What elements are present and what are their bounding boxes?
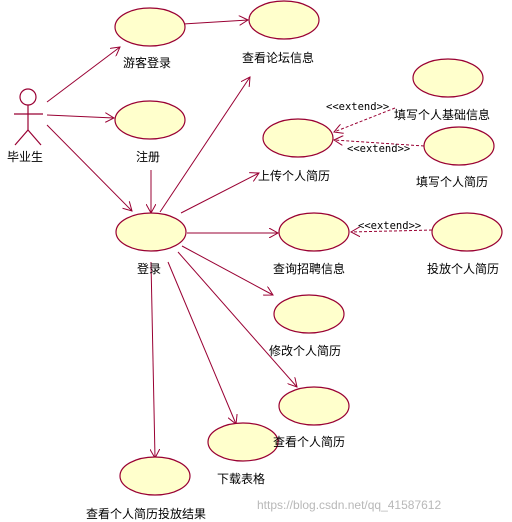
actor-head <box>19 88 37 106</box>
label-query-jobs: 查询招聘信息 <box>273 261 345 276</box>
label-view-resume: 查看个人简历 <box>273 435 345 449</box>
use-case-login <box>115 212 187 252</box>
actor-right-leg <box>27 129 42 146</box>
extend-label-1: <<extend>> <box>326 101 389 113</box>
edge-login-view-resume <box>177 251 297 387</box>
actor-graduate <box>14 88 43 146</box>
extend-label-3: <<extend>> <box>358 220 421 232</box>
label-guest-login: 游客登录 <box>123 55 171 70</box>
label-download-forms: 下载表格 <box>217 471 265 486</box>
extend-submit-resume <box>351 230 433 232</box>
label-submit-resume: 投放个人简历 <box>427 261 499 276</box>
label-login: 登录 <box>137 261 161 276</box>
edge-actor-login <box>46 124 132 211</box>
label-view-submit-result: 查看个人简历投放结果 <box>86 506 206 521</box>
edge-actor-register <box>46 115 114 118</box>
use-case-view-submit-result <box>119 456 191 496</box>
use-case-guest-login <box>114 7 186 47</box>
edge-guest-login-view-forum <box>182 20 248 24</box>
use-case-view-forum <box>248 0 320 40</box>
use-case-fill-resume <box>423 126 495 166</box>
actor-left-leg <box>14 129 29 146</box>
label-fill-basic-info: 填写个人基础信息 <box>394 107 490 122</box>
label-fill-resume: 填写个人简历 <box>416 175 488 189</box>
edge-login-view-submit-result <box>151 261 155 458</box>
label-register: 注册 <box>136 149 160 164</box>
edge-login-download-forms <box>167 261 236 424</box>
label-upload-resume: 上传个人简历 <box>258 168 330 183</box>
edge-actor-guest-login <box>46 47 120 103</box>
edge-login-upload-resume <box>180 173 259 214</box>
use-case-modify-resume <box>273 294 345 334</box>
extend-fill-resume <box>334 140 425 147</box>
label-modify-resume: 修改个人简历 <box>269 343 341 358</box>
label-view-forum: 查看论坛信息 <box>242 50 314 65</box>
use-case-upload-resume <box>262 118 334 158</box>
use-case-query-jobs <box>278 212 350 252</box>
edge-login-view-forum <box>159 77 250 213</box>
use-case-fill-basic-info <box>412 58 484 98</box>
use-case-register <box>114 100 186 140</box>
extend-label-2: <<extend>> <box>347 143 410 155</box>
use-case-submit-resume <box>431 212 503 252</box>
actor-label: 毕业生 <box>7 150 43 164</box>
extend-fill-basic-info <box>334 107 396 132</box>
edge-login-modify-resume <box>181 245 273 295</box>
watermark: https://blog.csdn.net/qq_41587612 <box>257 498 441 512</box>
use-case-view-resume <box>278 386 350 426</box>
use-case-download-forms <box>207 422 279 462</box>
